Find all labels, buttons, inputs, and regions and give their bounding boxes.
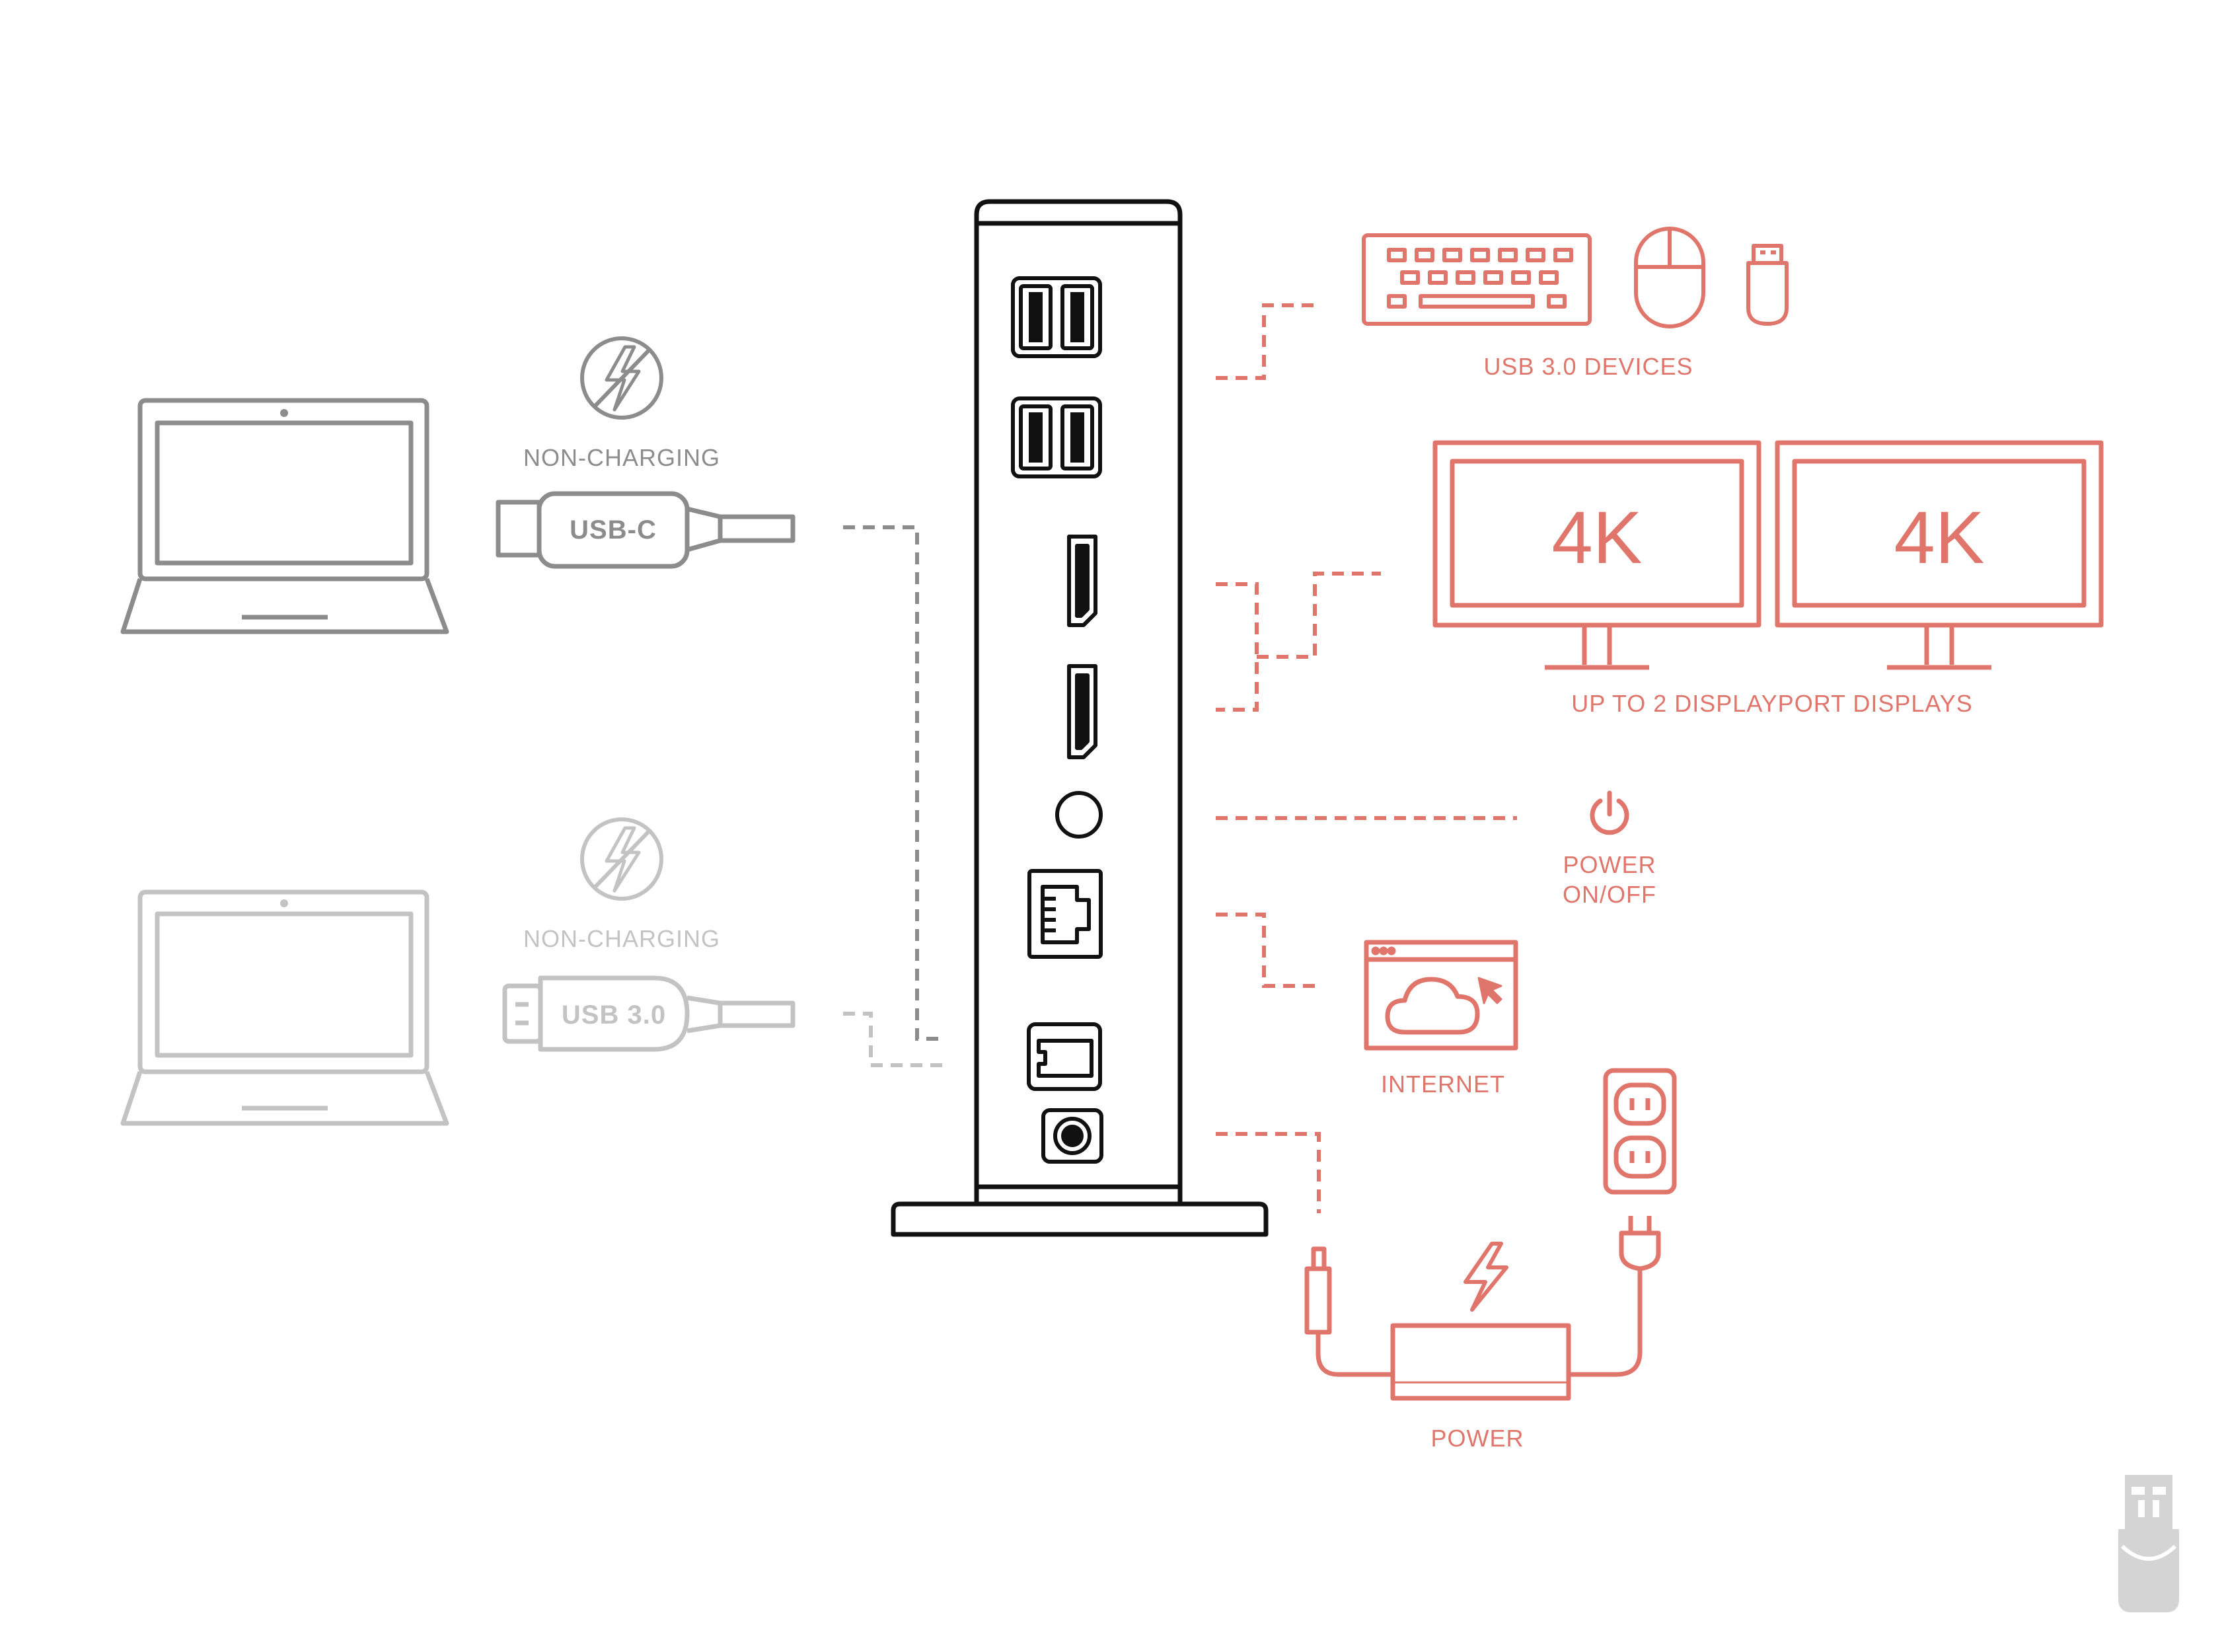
displays-connection-line <box>1216 572 1381 712</box>
usb-stick-icon <box>1746 244 1789 326</box>
mouse-icon <box>1634 227 1705 328</box>
usb-devices-label: USB 3.0 DEVICES <box>1483 353 1693 380</box>
usb-devices-connection-line <box>1216 303 1315 380</box>
secondary-non-charging-label: NON-CHARGING <box>523 925 720 952</box>
displayport-2 <box>1067 664 1097 759</box>
dc-power-jack <box>1041 1108 1103 1164</box>
secondary-laptop-icon <box>120 889 449 1126</box>
usb-3-label: USB 3.0 <box>561 1000 667 1030</box>
keyboard-icon <box>1362 233 1592 326</box>
monitor-2-text: 4K <box>1894 496 1985 579</box>
monitor-1-text: 4K <box>1552 496 1643 579</box>
usb-brand-icon <box>2118 1475 2179 1612</box>
primary-non-charging-label: NON-CHARGING <box>523 444 720 471</box>
displayport-1 <box>1067 535 1097 627</box>
primary-connection-line <box>843 525 944 1041</box>
wall-outlet-icon <box>1603 1068 1677 1195</box>
ethernet-port <box>1027 869 1103 959</box>
usb-3-plug <box>502 975 796 1052</box>
cloud-browser-icon <box>1364 940 1518 1051</box>
no-charge-icon <box>580 336 663 420</box>
power-button-label-line2: ON/OFF <box>1563 881 1656 908</box>
primary-laptop-icon <box>120 398 449 634</box>
internet-label: INTERNET <box>1381 1070 1505 1098</box>
docking-station <box>891 199 1269 1237</box>
power-connection-line <box>1216 1132 1321 1213</box>
monitor-2-icon <box>1775 440 2104 670</box>
power-adapter-icon <box>1304 1216 1661 1401</box>
lightning-bolt-icon <box>1464 1242 1508 1312</box>
internet-connection-line <box>1216 913 1315 988</box>
power-label: POWER <box>1430 1425 1524 1452</box>
no-charge-icon <box>580 817 663 901</box>
usb-port-pair-bottom <box>1011 396 1102 478</box>
power-icon <box>1590 790 1629 835</box>
usb-port-pair-top <box>1011 276 1102 358</box>
usb-c-label: USB-C <box>570 515 657 544</box>
displays-label: UP TO 2 DISPLAYPORT DISPLAYS <box>1571 690 1973 717</box>
power-button-label: POWER ON/OFF <box>1563 850 1656 909</box>
power-button <box>1055 791 1103 839</box>
monitor-1-icon <box>1432 440 1761 670</box>
usb-b-port <box>1027 1022 1102 1091</box>
power-button-label-line1: POWER <box>1563 851 1656 878</box>
usb-c-plug <box>496 491 796 569</box>
